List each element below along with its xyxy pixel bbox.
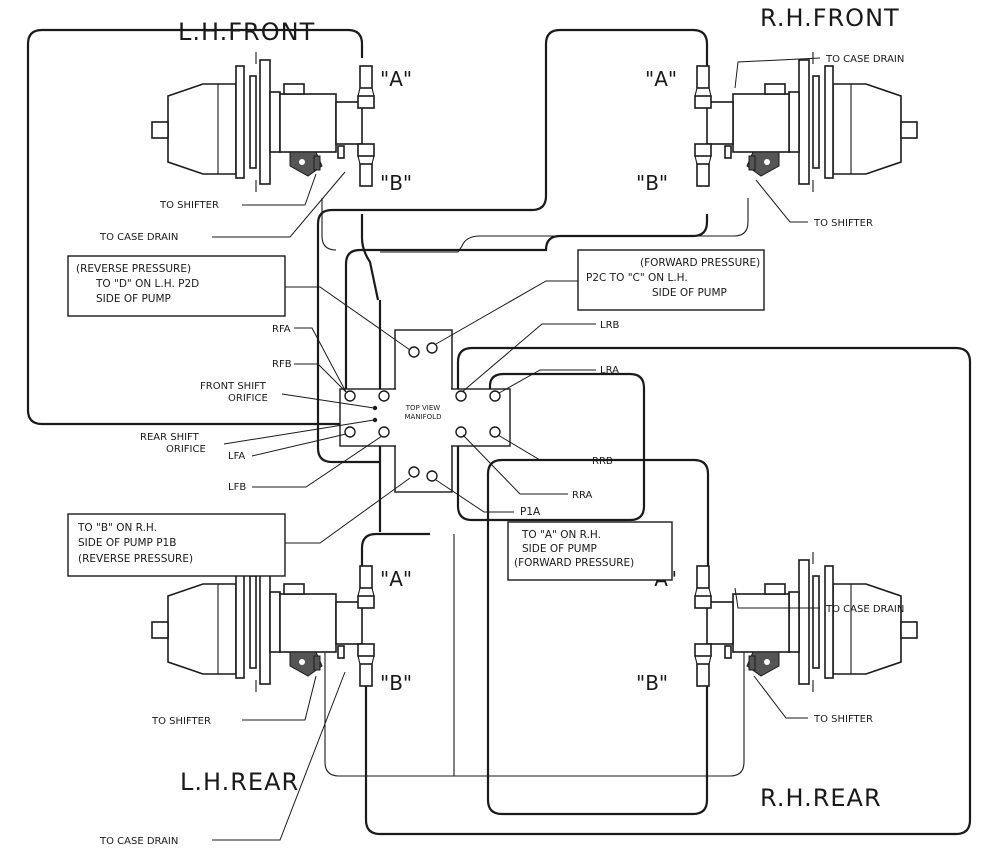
p1a-line2: TO "A" ON R.H. <box>521 529 601 541</box>
assembly-lh-front <box>151 51 375 193</box>
assembly-rh-rear <box>694 551 918 693</box>
manifold-port-labels: RFA RFB FRONT SHIFT ORIFICE REAR SHIFT O… <box>140 320 620 501</box>
manifold: TOP VIEW MANIFOLD <box>339 329 511 493</box>
p2c-line3: SIDE OF PUMP <box>652 287 727 299</box>
p1a-line4: (FORWARD PRESSURE) <box>514 557 634 569</box>
p1a-line3: SIDE OF PUMP <box>522 543 597 555</box>
title-rh-rear: R.H.REAR <box>760 784 882 812</box>
p1b-line1: TO "B" ON R.H. <box>77 522 157 534</box>
label-shifter-rh-front: TO SHIFTER <box>813 218 873 229</box>
label-lfa: LFA <box>228 451 245 462</box>
label-rfa: RFA <box>272 324 291 335</box>
port-b-rh-front: "B" <box>636 171 668 195</box>
manifold-label-line2: MANIFOLD <box>405 413 442 421</box>
label-front-shift-1: FRONT SHIFT <box>200 381 267 392</box>
manifold-label-line1: TOP VIEW <box>405 404 441 412</box>
p1b-line3: (REVERSE PRESSURE) <box>78 553 193 565</box>
info-box-p1a: P1A TO "A" ON R.H. SIDE OF PUMP (FORWARD… <box>435 479 673 581</box>
title-lh-rear: L.H.REAR <box>180 768 299 796</box>
info-box-p2d: (REVERSE PRESSURE) TO "D" ON L.H. P2D SI… <box>67 255 411 351</box>
port-a-lh-front: "A" <box>380 67 412 91</box>
label-lra: LRA <box>600 365 619 376</box>
label-case-drain-rh-front: TO CASE DRAIN <box>825 54 904 65</box>
label-rra: RRA <box>572 490 592 501</box>
label-case-drain-rh-rear: TO CASE DRAIN <box>825 604 904 615</box>
p2c-line1: (FORWARD PRESSURE) <box>640 257 760 269</box>
port-b-lh-front: "B" <box>380 171 412 195</box>
label-shifter-lh-front: TO SHIFTER <box>159 200 219 211</box>
p2d-line1: (REVERSE PRESSURE) <box>76 263 191 275</box>
info-box-p1b: TO "B" ON R.H. SIDE OF PUMP P1B (REVERSE… <box>67 477 411 577</box>
assembly-rh-front <box>694 51 918 193</box>
callouts: TO CASE DRAIN TO SHIFTER TO SHIFTER TO C… <box>99 54 904 847</box>
p1a-line1: P1A <box>520 506 541 518</box>
label-case-drain-lh-rear: TO CASE DRAIN <box>99 836 178 847</box>
port-a-lh-rear: "A" <box>380 567 412 591</box>
port-b-rh-rear: "B" <box>636 671 668 695</box>
hoses <box>26 28 972 836</box>
title-lh-front: L.H.FRONT <box>178 18 315 46</box>
label-rear-shift-2: ORIFICE <box>166 444 206 455</box>
p2d-line3: SIDE OF PUMP <box>96 293 171 305</box>
port-b-lh-rear: "B" <box>380 671 412 695</box>
title-rh-front: R.H.FRONT <box>760 4 900 32</box>
p1b-line2: SIDE OF PUMP P1B <box>78 537 176 549</box>
info-box-p2c: (FORWARD PRESSURE) P2C TO "C" ON L.H. SI… <box>435 249 765 345</box>
label-lfb: LFB <box>228 482 246 493</box>
port-a-rh-front: "A" <box>645 67 677 91</box>
label-front-shift-2: ORIFICE <box>228 393 268 404</box>
label-rfb: RFB <box>272 359 292 370</box>
p2d-line2: TO "D" ON L.H. P2D <box>95 278 199 290</box>
label-case-drain-lh-front: TO CASE DRAIN <box>99 232 178 243</box>
label-lrb: LRB <box>600 320 620 331</box>
label-shifter-rh-rear: TO SHIFTER <box>813 714 873 725</box>
label-rear-shift-1: REAR SHIFT <box>140 432 200 443</box>
label-rrb: RRB <box>592 456 613 467</box>
label-shifter-lh-rear: TO SHIFTER <box>151 716 211 727</box>
p2c-line2: P2C TO "C" ON L.H. <box>586 272 688 284</box>
